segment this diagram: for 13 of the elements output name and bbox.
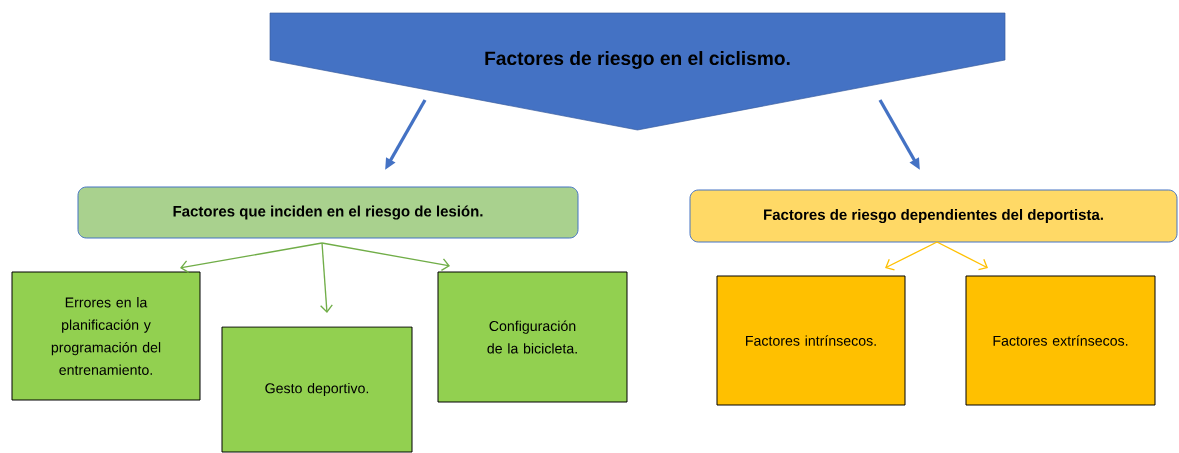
chevron-banner: Factores de riesgo en el ciclismo. [269,12,1006,131]
rounded-box: Factores de riesgo dependientes del deportista. [689,189,1178,243]
arrow [320,242,333,313]
arrow [180,242,323,274]
process-box: Factores intrínsecos. [716,275,906,406]
process-box: Errores en la planificación y programación del entrenamiento. [11,271,201,401]
process-box: Gesto deportivo. [221,326,413,453]
arrow [321,242,450,272]
process-box: Factores extrínsecos. [965,275,1156,406]
arrow [936,241,988,271]
arrow [885,241,938,271]
rounded-box: Factores que inciden en el riesgo de lesión. [77,186,579,239]
process-box: Configuración de la bicicleta. [437,271,628,403]
